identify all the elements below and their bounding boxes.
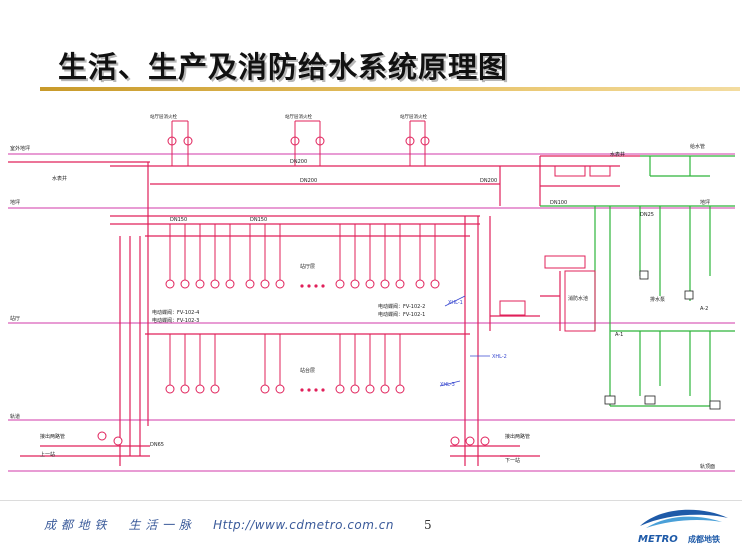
pipe-label: DN200	[480, 178, 497, 184]
room-label: 站厅层	[300, 263, 315, 270]
hydrant-group-label: 站厅层消火栓	[150, 113, 177, 120]
riser-label: XHL-3	[440, 382, 455, 388]
level-label: 站厅	[10, 315, 20, 322]
footer-slogan: 生 活 一 脉	[128, 518, 192, 532]
bottom-label: 下一站	[505, 457, 520, 464]
right-label: A-1	[615, 332, 623, 338]
level-lines	[8, 153, 735, 472]
riser-labels: XHL-1 XHL-2 XHL-3	[440, 300, 507, 388]
footer-url: Http://www.cdmetro.com.cn	[213, 518, 394, 532]
pipe-label: DN65	[150, 442, 164, 448]
top-risers	[171, 120, 426, 166]
riser-label: XHL-2	[492, 354, 507, 360]
right-labels: 给水管 排水泵 水表井 A-1 A-2	[610, 143, 708, 338]
valve-label: 电动蝶阀：FV-102-1	[378, 311, 425, 318]
fire-pool-label: 消防水池	[568, 295, 588, 302]
hydrant-group-label: 站厅层消火栓	[400, 113, 427, 120]
pump-boxes	[499, 165, 611, 316]
logo-cn: 成都地铁	[688, 534, 720, 544]
right-label: 给水管	[690, 143, 705, 150]
page-title: 生活、生产及消防给水系统原理图	[58, 50, 509, 84]
pipe-label: DN150	[250, 217, 267, 223]
hydrant-group-labels: 站厅层消火栓 站厅层消火栓 站厅层消火栓	[150, 113, 427, 120]
pipe-labels: DN200 DN200 DN200 DN150 DN150 DN100 DN65…	[150, 159, 654, 448]
riser-label: XHL-1	[448, 300, 463, 306]
hall-branches	[169, 224, 436, 281]
valve-label: 电动蝶阀：FV-102-3	[152, 317, 199, 324]
footer-company: 成 都 地 铁	[44, 518, 107, 532]
footer-text: 成 都 地 铁 生 活 一 脉 Http://www.cdmetro.com.c…	[44, 516, 394, 533]
metro-logo: METRO 成都地铁	[638, 509, 728, 545]
valve-label: 电动蝶阀：FV-102-2	[378, 303, 425, 310]
level-labels: 室外地坪 地坪 站厅 轨道 地坪 轨顶面	[10, 145, 715, 470]
footer-divider	[0, 500, 742, 501]
right-label: 水表井	[610, 151, 625, 158]
valve-label: 电动蝶阀：FV-102-4	[152, 309, 199, 316]
pipe-label: DN25	[640, 212, 654, 218]
logo-text: METRO	[638, 534, 678, 545]
water-supply-diagram: 消防水池 DN200 DN200 DN200 DN150 DN150 DN100…	[8, 113, 735, 472]
platform-branches	[169, 334, 401, 386]
level-label: 地坪	[700, 199, 710, 206]
pipe-label: DN200	[300, 178, 317, 184]
fire-pool	[564, 270, 596, 332]
level-label: 轨道	[10, 413, 20, 420]
bottom-labels: 上一站 下一站 接出两路管	[40, 433, 530, 464]
pipe-label: DN100	[550, 200, 567, 206]
bottom-label: 上一站	[40, 451, 55, 458]
title-underline	[40, 87, 740, 91]
page-number: 5	[424, 518, 432, 532]
hydrant-group-label: 站厅层消火栓	[285, 113, 312, 120]
equipment-symbols	[604, 270, 721, 410]
right-label: A-2	[700, 306, 708, 312]
room-label: 水表井	[52, 175, 67, 182]
pipe-label: DN200	[290, 159, 307, 165]
bottom-label: 接出两路管	[505, 433, 530, 440]
level-label: 室外地坪	[10, 145, 30, 152]
valve-labels: 电动蝶阀：FV-102-4 电动蝶阀：FV-102-3 电动蝶阀：FV-102-…	[152, 303, 425, 324]
room-labels: 站厅层 站台层 水表井 接出两路管	[40, 175, 315, 440]
level-label: 地坪	[10, 199, 20, 206]
hydrant-symbols	[97, 136, 490, 446]
room-label: 站台层	[300, 367, 315, 374]
ellipsis-dots	[300, 284, 325, 392]
room-label: 接出两路管	[40, 433, 65, 440]
blue-leaders	[439, 295, 490, 387]
red-pipes	[8, 155, 640, 466]
level-label: 轨顶面	[700, 463, 715, 470]
pipe-label: DN150	[170, 217, 187, 223]
right-label: 排水泵	[650, 296, 665, 303]
green-pipes	[540, 155, 735, 407]
